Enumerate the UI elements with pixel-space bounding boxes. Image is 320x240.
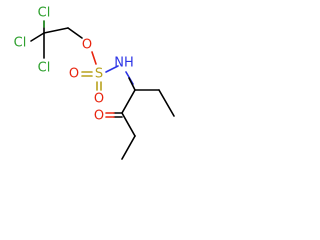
atom-o-sulfonyl-bottom: O (94, 92, 104, 107)
atom-labels: Cl Cl Cl O S O O NH O (14, 6, 134, 124)
atom-s: S (95, 67, 103, 82)
atom-cl-left: Cl (14, 36, 27, 51)
atom-o-ester: O (82, 38, 92, 53)
atom-o-sulfonyl-left: O (69, 67, 79, 82)
bond-o-s (91, 51, 97, 65)
bond-c1-c2 (43, 27, 69, 34)
bond-c6-c7 (121, 112, 136, 137)
bond-c3-c6 (121, 89, 136, 114)
bond-c4-c5 (158, 89, 175, 117)
bonds (30, 20, 175, 160)
atom-cl-top: Cl (38, 6, 51, 21)
bond-s-n (105, 65, 119, 73)
atom-o-ketone: O (94, 109, 104, 124)
bond-c2-o (67, 27, 83, 39)
molecule-structure: Cl Cl Cl O S O O NH O (14, 6, 175, 160)
atom-cl-bottom: Cl (38, 61, 51, 76)
bond-n-c3-b (128, 77, 136, 91)
bond-c1-cl-left (30, 32, 45, 42)
bond-c7-c8 (121, 135, 136, 160)
atom-nh: NH (114, 56, 134, 71)
